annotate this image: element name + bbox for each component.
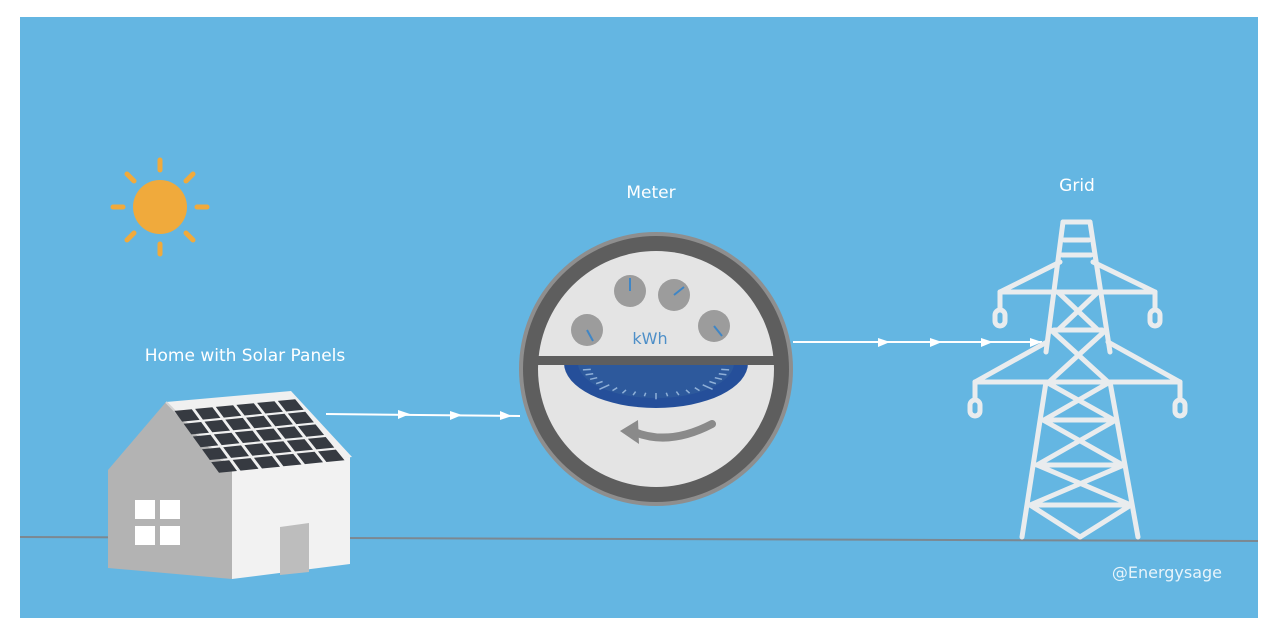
solar-panel-cell — [275, 453, 302, 467]
solar-panel-cell — [297, 424, 325, 437]
dial-tick — [643, 392, 647, 397]
solar-panel-cell — [195, 407, 221, 420]
reverse-rotation-arrow-icon — [620, 420, 716, 444]
solar-panel-cell — [286, 439, 313, 452]
solar-panel-array — [174, 399, 345, 473]
dial-tick — [685, 389, 691, 394]
house-window — [135, 500, 180, 545]
dial-tick — [612, 387, 618, 392]
solar-panel-cell — [232, 458, 259, 471]
house-with-solar-panels — [108, 391, 352, 579]
solar-panel-cell — [225, 417, 251, 431]
solar-panel-cell — [223, 445, 249, 458]
dial-tick — [599, 384, 610, 390]
solar-panel-cell — [307, 437, 335, 450]
dial-tick — [595, 380, 603, 385]
meter-label: Meter — [626, 183, 675, 203]
solar-panel-cell — [183, 422, 209, 435]
dial-tick — [694, 387, 700, 392]
solar-panel-cell — [255, 428, 282, 441]
solar-panel-cell — [265, 441, 292, 454]
solar-panel-cell — [215, 405, 242, 418]
electric-meter: kWh — [519, 232, 793, 506]
meter-sub-dials — [571, 275, 730, 346]
solar-panel-cell — [253, 456, 280, 469]
flow-arrow-home-to-meter — [325, 410, 521, 420]
dial-tick — [718, 372, 727, 376]
dial-tick — [709, 380, 717, 385]
credit-watermark: @Energysage — [1112, 563, 1222, 582]
dial-ticks — [582, 368, 730, 400]
solar-panel-cell — [277, 399, 304, 412]
dial-tick — [582, 368, 591, 371]
dial-tick — [675, 391, 680, 396]
sun-icon — [110, 157, 210, 257]
solar-panel-cell — [276, 426, 303, 439]
solar-panel-cell — [244, 443, 271, 456]
solar-panel-cell — [204, 419, 230, 433]
solar-panel-cell — [257, 401, 283, 414]
solar-panel-cell — [211, 460, 237, 473]
solar-panel-cell — [234, 430, 261, 443]
dial-tick — [665, 392, 669, 397]
dial-tick — [632, 391, 637, 396]
solar-panel-cell — [202, 447, 228, 460]
meter-unit-label: kWh — [632, 329, 667, 348]
dial-tick — [589, 376, 598, 381]
dial-tick — [721, 368, 730, 371]
solar-panel-cell — [296, 451, 323, 465]
solar-panel-cell — [246, 415, 272, 429]
home-label: Home with Solar Panels — [145, 346, 346, 366]
solar-panel-cell — [236, 403, 263, 416]
solar-panel-cell — [287, 411, 314, 425]
dial-tick — [621, 389, 627, 394]
transmission-tower-icon — [967, 219, 1188, 540]
dial-tick — [702, 384, 713, 390]
dial-tick — [585, 372, 594, 376]
solar-panel-cell — [267, 413, 293, 427]
grid-label: Grid — [1059, 176, 1095, 196]
house-door — [280, 523, 309, 575]
solar-panel-cell — [174, 409, 200, 422]
dial-tick — [714, 376, 723, 381]
solar-panel-cell — [192, 434, 219, 448]
flow-arrow-meter-to-grid — [793, 338, 1042, 347]
solar-panel-cell — [213, 432, 240, 446]
meter-divider — [536, 356, 776, 365]
solar-panel-cell — [318, 449, 345, 462]
